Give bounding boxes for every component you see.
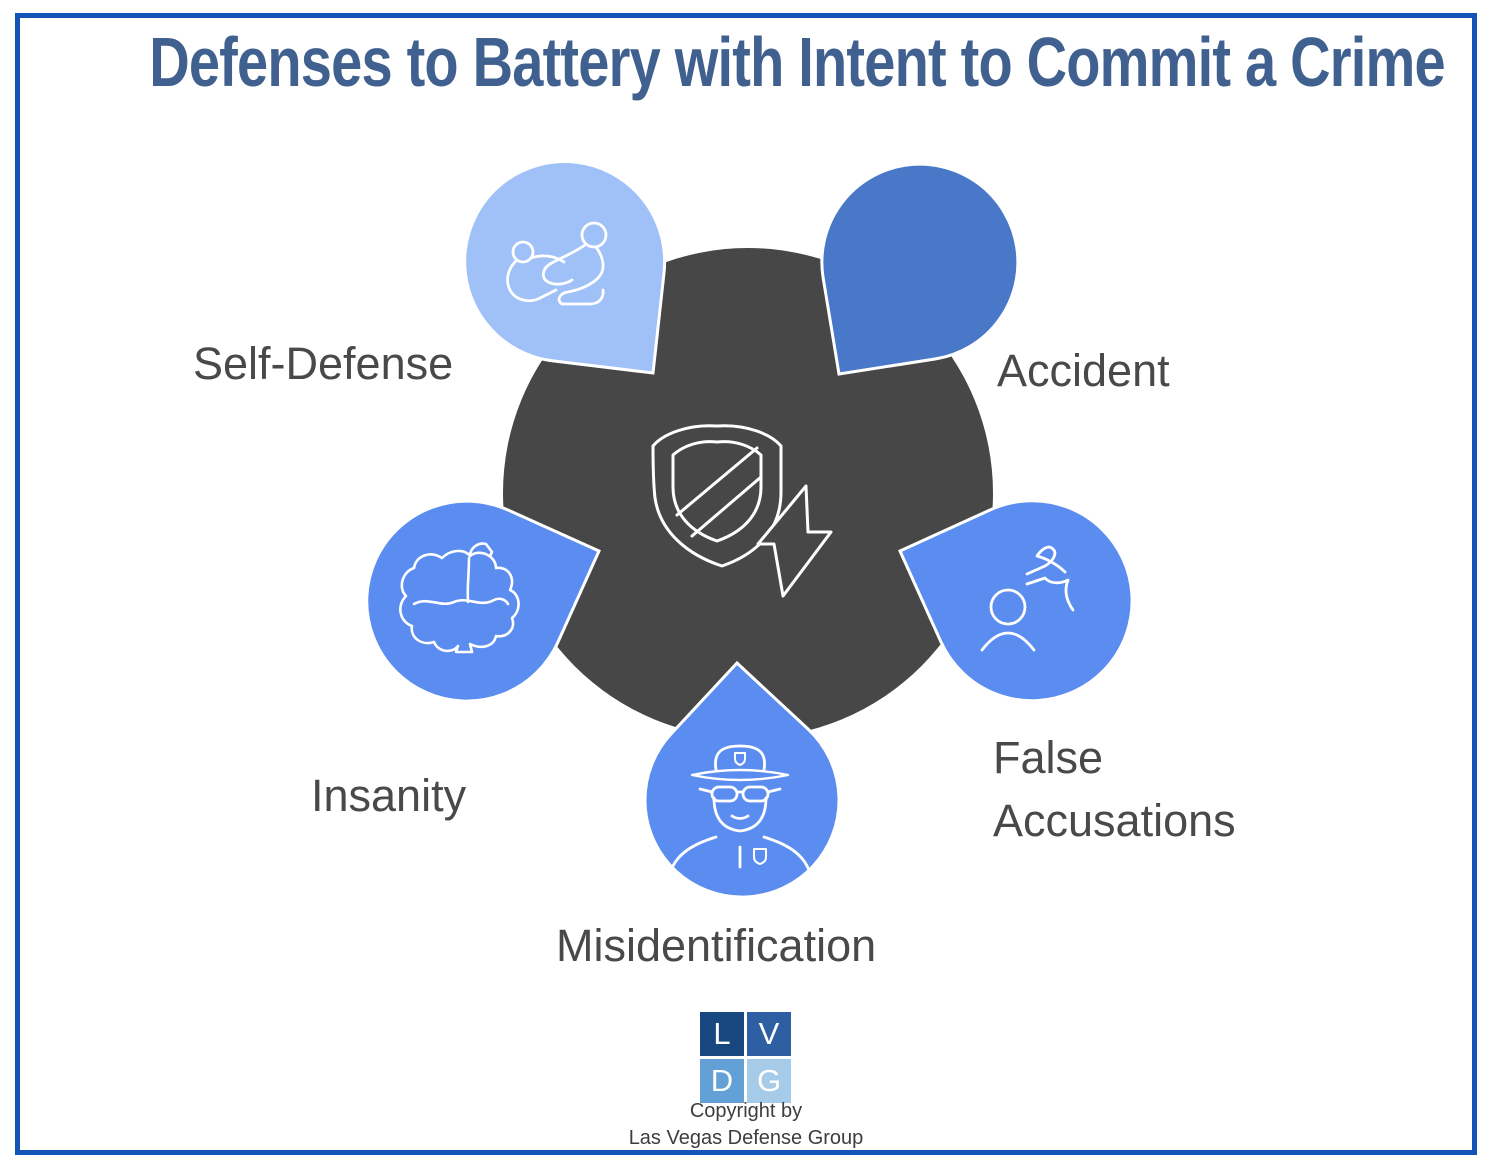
shield-lightning-icon xyxy=(651,424,833,598)
grappling-people-icon xyxy=(506,221,608,306)
label-accident: Accident xyxy=(997,345,1170,396)
label-self-defense: Self-Defense xyxy=(193,338,454,389)
blob-accident xyxy=(820,162,1020,376)
blob-insanity xyxy=(365,499,601,703)
police-officer-icon xyxy=(670,744,810,870)
copyright-notice: Copyright by Las Vegas Defense Group xyxy=(545,1098,947,1152)
logo-tile-g: G xyxy=(747,1059,791,1103)
brain-icon xyxy=(399,542,520,654)
logo-tile-l: L xyxy=(700,1012,744,1056)
page-title: Defenses to Battery with Intent to Commi… xyxy=(149,23,1445,101)
accusing-hand-person-icon xyxy=(980,545,1075,652)
logo-tile-v: V xyxy=(747,1012,791,1056)
label-insanity: Insanity xyxy=(311,770,467,821)
label-false-accusations: False Accusations xyxy=(993,732,1236,846)
copyright-line1: Copyright by xyxy=(689,1100,803,1122)
lvdg-logo: L V D G xyxy=(700,1012,791,1103)
blob-self-defense xyxy=(463,160,667,375)
label-misidentification: Misidentification xyxy=(556,920,877,971)
logo-tile-d: D xyxy=(700,1059,744,1103)
blob-false-accusations xyxy=(898,499,1134,703)
copyright-line2: Las Vegas Defense Group xyxy=(628,1127,864,1149)
